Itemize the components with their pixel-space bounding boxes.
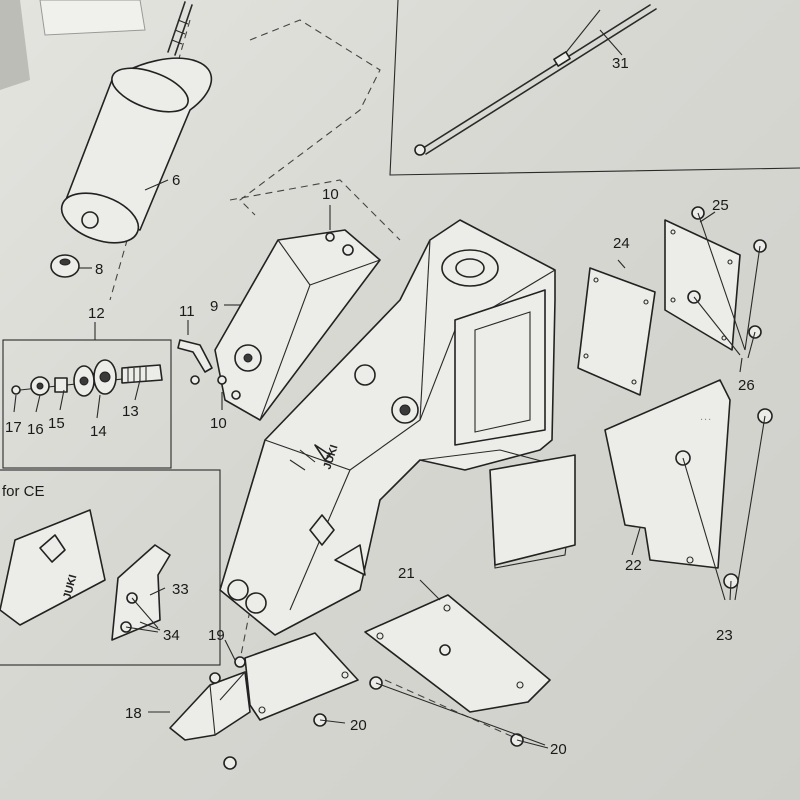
callout-18: 18 <box>125 705 142 722</box>
callout-25: 25 <box>712 197 729 214</box>
callout-23: 23 <box>716 627 733 644</box>
ce-box-parts <box>0 509 171 641</box>
callout-12: 12 <box>88 305 105 322</box>
spindle-bolt <box>174 4 193 56</box>
leader-lines <box>13 29 743 713</box>
callout-19: 19 <box>208 627 225 644</box>
callout-8: 8 <box>95 261 103 278</box>
part-12-tension-assembly <box>11 359 163 397</box>
callout-24: 24 <box>613 235 630 252</box>
callout-10-bottom: 10 <box>210 415 227 432</box>
part-21-plate <box>364 594 551 713</box>
callout-21: 21 <box>398 565 415 582</box>
callout-6: 6 <box>172 172 180 189</box>
callout-16: 16 <box>27 421 44 438</box>
callout-10-top: 10 <box>322 186 339 203</box>
dashed-guide-top <box>239 19 381 216</box>
ce-box-label: for CE <box>2 483 45 500</box>
page-shadow <box>0 0 30 90</box>
callout-13: 13 <box>122 403 139 420</box>
screws-20 <box>223 676 549 770</box>
callout-17: 17 <box>5 419 22 436</box>
callout-11: 11 <box>179 303 195 320</box>
part-8-collar <box>50 254 80 278</box>
callout-26: 26 <box>738 377 755 394</box>
callout-20-left: 20 <box>350 717 367 734</box>
cord-clip <box>553 51 571 67</box>
callout-20-right: 20 <box>550 741 567 758</box>
cord-31 <box>419 4 651 151</box>
box-12-frame <box>2 339 172 469</box>
callout-33: 33 <box>172 581 189 598</box>
paper-corner <box>39 0 146 36</box>
screws-23 <box>675 408 773 601</box>
callout-34: 34 <box>163 627 180 644</box>
part-11-bracket <box>177 339 213 373</box>
screws-26 <box>687 206 767 359</box>
main-body-frame <box>219 219 576 636</box>
ce-box-frame <box>0 469 221 666</box>
callout-9: 9 <box>210 298 218 315</box>
part-9-cover <box>214 229 381 421</box>
part-18-bracket <box>169 656 251 741</box>
callout-22: 22 <box>625 557 642 574</box>
callout-14: 14 <box>90 423 107 440</box>
callout-31: 31 <box>612 55 629 72</box>
part-24-plate <box>577 267 656 396</box>
callout-15: 15 <box>48 415 65 432</box>
cord-box-frame <box>389 0 800 176</box>
part-6-cylinder <box>60 57 213 244</box>
part-19-plate <box>244 632 359 721</box>
part-22-cover <box>604 379 731 569</box>
part-25-plate <box>664 219 741 351</box>
svg-text:...: ... <box>700 411 712 423</box>
cord-terminal <box>414 144 426 156</box>
